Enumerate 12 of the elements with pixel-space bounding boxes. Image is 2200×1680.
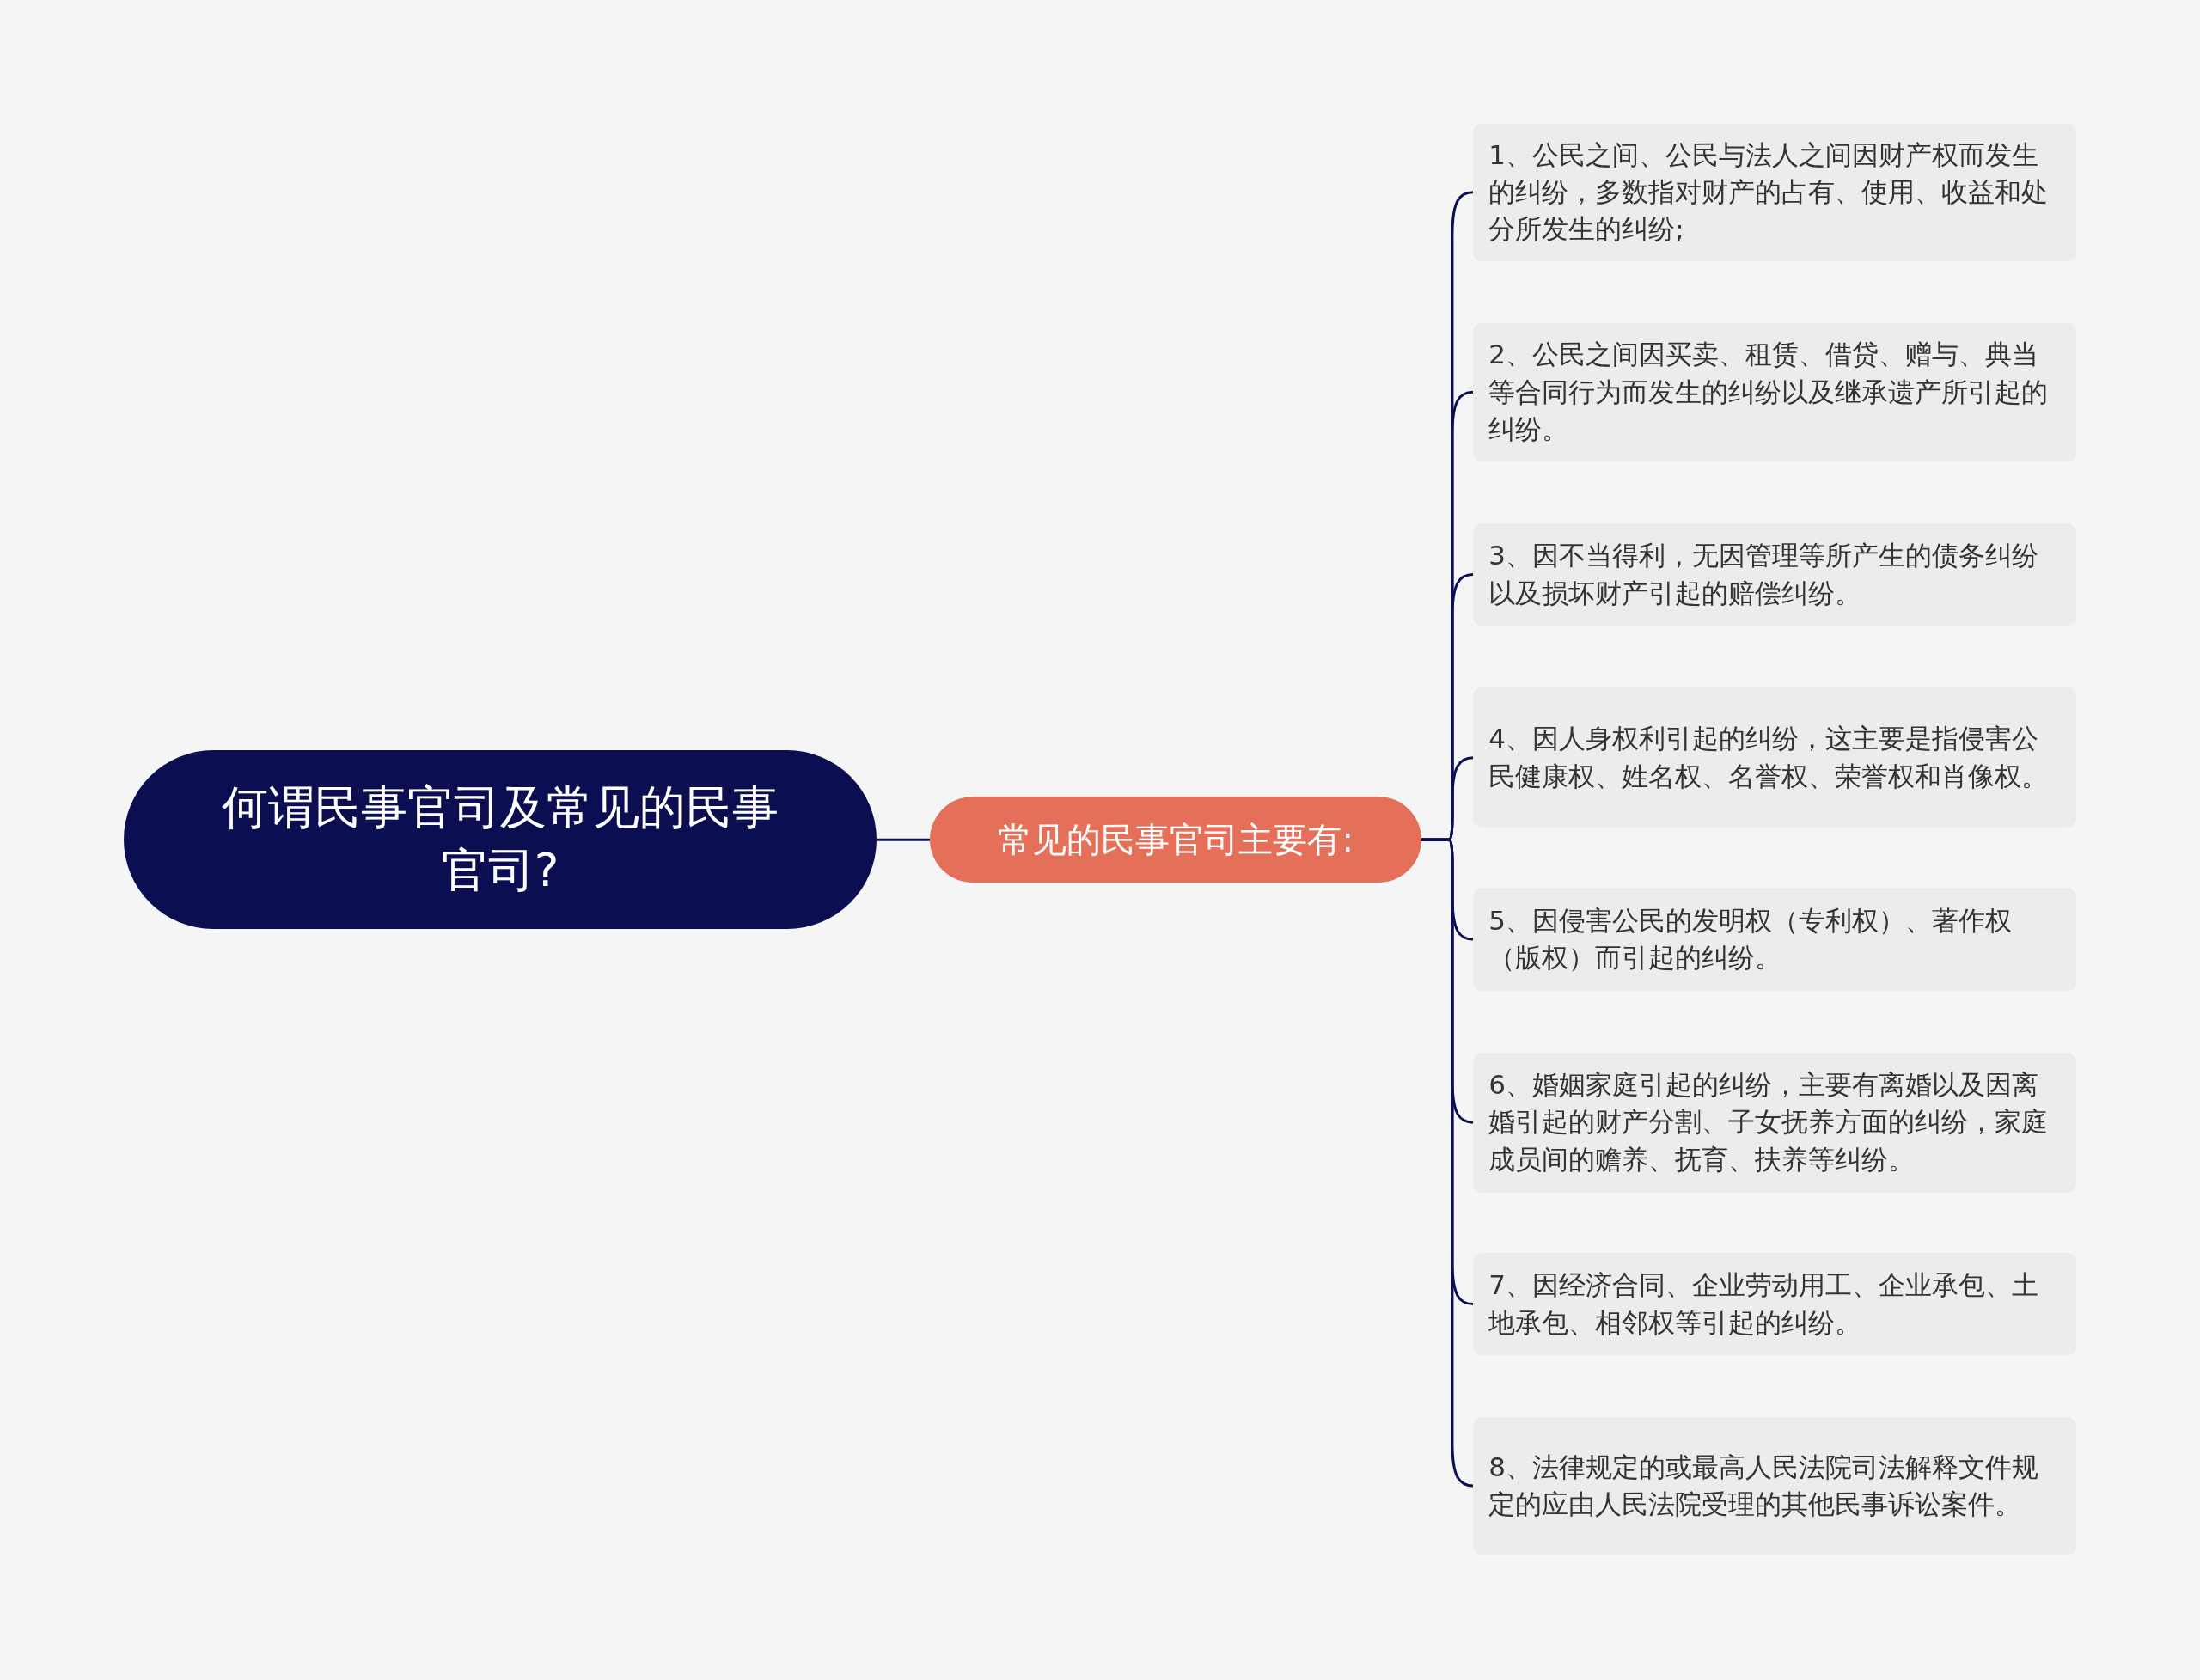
branch-topic: 常见的民事官司主要有: — [930, 797, 1421, 883]
leaf-topic: 2、公民之间因买卖、租赁、借贷、赠与、典当等合同行为而发生的纠纷以及继承遗产所引起的纠纷。 — [1473, 322, 2077, 462]
leaf-topic: 4、因人身权利引起的纠纷，这主要是指侵害公民健康权、姓名权、名誉权、荣誉权和肖像权。 — [1473, 687, 2077, 828]
connector-line — [877, 838, 931, 841]
leaf-topic: 5、因侵害公民的发明权（专利权）、著作权（版权）而引起的纠纷。 — [1473, 888, 2077, 991]
leaf-topic: 3、因不当得利，无因管理等所产生的债务纠纷以及损坏财产引起的赔偿纠纷。 — [1473, 523, 2077, 626]
root-topic: 何谓民事官司及常见的民事官司? — [123, 750, 877, 929]
connector-line — [1421, 838, 1474, 1488]
leaf-topic: 6、婚姻家庭引起的纠纷，主要有离婚以及因离婚引起的财产分割、子女抚养方面的纠纷，家庭成员间的赡养、抚育、扶养等纠纷。 — [1473, 1052, 2077, 1193]
leaf-topic: 1、公民之间、公民与法人之间因财产权而发生的纠纷，多数指对财产的占有、使用、收益和处分所发生的纠纷; — [1473, 123, 2077, 261]
leaf-topic: 7、因经济合同、企业劳动用工、企业承包、土地承包、相邻权等引起的纠纷。 — [1473, 1253, 2077, 1356]
leaf-topic: 8、法律规定的或最高人民法院司法解释文件规定的应由人民法院受理的其他民事诉讼案件。 — [1473, 1417, 2077, 1555]
